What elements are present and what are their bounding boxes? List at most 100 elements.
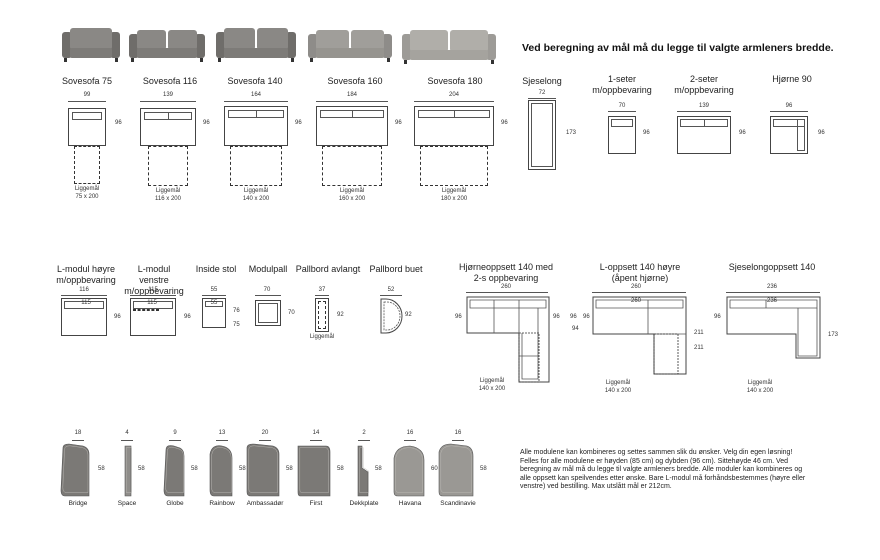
module-inside-stol-depth: 76 — [233, 308, 240, 314]
sofa-116-bed-label: Liggemål — [155, 188, 181, 194]
module-inside-stol-name: Inside stol — [195, 264, 237, 274]
armrest-1-width-line — [72, 440, 84, 441]
sofa-180-width: 204 — [448, 92, 460, 98]
armrest-9-width-line — [452, 440, 464, 441]
module-lmod-hoyre-inner: 115 — [81, 300, 91, 306]
setup-hjorne-bed-size: 140 x 200 — [478, 386, 506, 392]
module-lmod-venstre-inner: 115 — [147, 300, 157, 306]
sofa-75-bed-label: Liggemål — [74, 186, 100, 192]
setup-hjorne-depth-mid: 96 — [570, 314, 577, 320]
armrest-2-name: Space — [117, 500, 137, 507]
setup-sjeselong-depth-right: 173 — [828, 332, 839, 338]
module-pallbord-avlangt-bed-label: Liggemål — [309, 334, 335, 340]
sofa-140-width: 164 — [250, 92, 262, 98]
module-inside-stol-plan — [202, 298, 226, 328]
sofa-140-plan — [224, 106, 288, 146]
module-pallbord-buet-name: Pallbord buet — [369, 264, 423, 274]
armrest-5-width-line — [259, 440, 271, 441]
armrest-7-height: 58 — [375, 466, 382, 472]
armrest-8-height: 60 — [431, 466, 438, 472]
setup-sjeselong-plan — [726, 296, 822, 365]
armrest-4-width-line — [216, 440, 228, 441]
setup-hjorne-name: Hjørneoppsett 140 med 2-s oppbevaring — [458, 262, 554, 283]
sofa-140-bed-size: 140 x 200 — [242, 196, 270, 202]
module-lmod-venstre-depth: 96 — [184, 314, 191, 320]
setup-sjeselong-depth-left: 96 — [714, 314, 721, 320]
armrest-7-width-line — [358, 440, 370, 441]
armrest-6-height: 58 — [337, 466, 344, 472]
sofa-180-plan — [414, 106, 494, 146]
armrest-8-image — [390, 442, 430, 505]
sofa-116-plan — [140, 108, 196, 146]
setup-hjorne-bed-label: Liggemål — [479, 378, 505, 384]
armrest-3-width: 9 — [173, 430, 177, 436]
sofa-160-bed-outline — [322, 146, 382, 186]
sofa-180-bed-label: Liggemål — [441, 188, 467, 194]
module-sjeselong-plan — [528, 100, 556, 170]
sofa-180-depth: 96 — [501, 120, 508, 126]
armrest-5-height: 58 — [286, 466, 293, 472]
module-hjorne-name: Hjørne 90 — [772, 74, 812, 84]
setup-sjeselong-width: 236 — [766, 284, 778, 290]
setup-loppsett-depth-left: 96 — [583, 314, 590, 320]
setup-loppsett-plan — [592, 296, 688, 381]
armrest-1-image — [59, 442, 97, 505]
armrest-4-name: Rainbow — [209, 500, 235, 507]
module-sjeselong-depth: 173 — [566, 130, 577, 136]
module-pallbord-avlangt-plan — [315, 298, 329, 332]
setup-hjorne-plan — [466, 296, 550, 389]
sofa-75-plan — [68, 108, 106, 146]
sofa-180-bed-outline — [420, 146, 488, 186]
module-2seter-depth: 96 — [739, 130, 746, 136]
module-lmod-venstre-plan — [130, 298, 176, 336]
armrest-6-name: First — [309, 500, 323, 507]
sofa-160-plan — [316, 106, 388, 146]
module-modulpall-name: Modulpall — [248, 264, 288, 274]
setup-loppsett-inner: 260 — [630, 298, 642, 304]
armrest-8-name: Havana — [398, 500, 422, 507]
module-2seter-name: 2-seter m/oppbevaring — [674, 74, 734, 95]
armrest-7-image — [354, 442, 374, 505]
armrest-3-height: 58 — [191, 466, 198, 472]
sofa-160-bed-size: 160 x 200 — [338, 196, 366, 202]
armrest-7-name: Dekkplate — [349, 500, 379, 507]
module-pallbord-avlangt-name: Pallbord avlangt — [295, 264, 361, 274]
module-1seter-depth: 96 — [643, 130, 650, 136]
sofa-160-name: Sovesofa 160 — [327, 76, 383, 86]
sofa-160-width: 184 — [346, 92, 358, 98]
armrest-4-image — [206, 442, 238, 505]
sofa-75-width: 99 — [83, 92, 91, 98]
armrest-4-height: 58 — [239, 466, 246, 472]
module-inside-stol-depth2: 75 — [233, 322, 240, 328]
sofa-75-depth: 96 — [115, 120, 122, 126]
setup-sjeselong-name: Sjeselongoppsett 140 — [728, 262, 816, 272]
module-modulpall-depth: 70 — [288, 310, 295, 316]
module-sjeselong-name: Sjeselong — [522, 76, 562, 86]
armrest-1-width: 18 — [74, 430, 82, 436]
module-hjorne-plan — [770, 116, 808, 154]
sofa-116-name: Sovesofa 116 — [142, 76, 198, 86]
sofa-140-name: Sovesofa 140 — [227, 76, 283, 86]
armrest-9-width: 16 — [454, 430, 462, 436]
sofa-116-depth: 96 — [203, 120, 210, 126]
armrest-2-image — [117, 442, 137, 505]
setup-loppsett-depth-inner: 94 — [572, 326, 579, 332]
sofa-140-depth: 96 — [295, 120, 302, 126]
module-pallbord-avlangt-depth: 92 — [337, 312, 344, 318]
module-lmod-hoyre-plan — [61, 298, 107, 336]
module-lmod-hoyre-width: 116 — [79, 287, 89, 293]
armrest-2-height: 58 — [138, 466, 145, 472]
module-hjorne-width: 96 — [785, 103, 793, 109]
module-2seter-plan — [677, 116, 731, 154]
sofa-180-name: Sovesofa 180 — [427, 76, 483, 86]
sofa-116-width: 139 — [162, 92, 174, 98]
module-inside-stol-width: 55 — [210, 287, 218, 293]
armrest-8-width: 16 — [406, 430, 414, 436]
setup-loppsett-bed-label: Liggemål — [605, 380, 631, 386]
sofa-photo-160 — [306, 22, 394, 69]
setup-loppsett-width: 260 — [630, 284, 642, 290]
setup-sjeselong-bed-size: 140 x 200 — [746, 388, 774, 394]
sofa-180-bed-size: 180 x 200 — [440, 196, 468, 202]
setup-loppsett-bed-size: 140 x 200 — [604, 388, 632, 394]
armrest-3-width-line — [169, 440, 181, 441]
